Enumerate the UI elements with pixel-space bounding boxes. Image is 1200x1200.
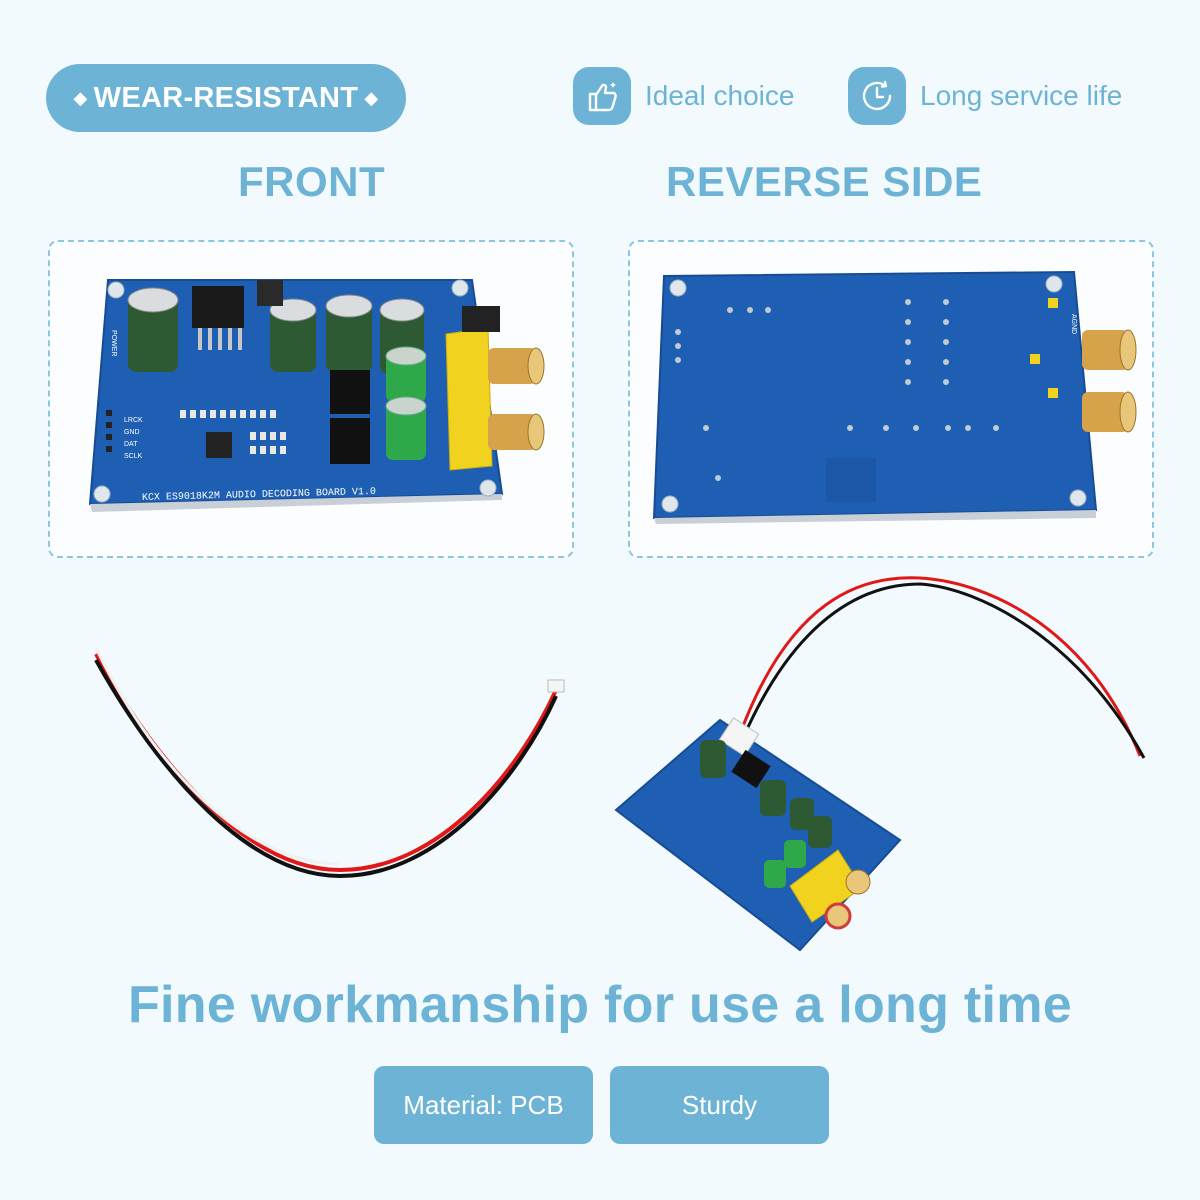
capacitor bbox=[127, 287, 179, 372]
power-label: POWER bbox=[110, 330, 117, 356]
rca-jack bbox=[1082, 391, 1137, 433]
capacitor-green bbox=[385, 346, 427, 402]
side-label: GND bbox=[124, 429, 140, 436]
heading-front: FRONT bbox=[238, 158, 386, 205]
main-title: Fine workmanship for use a long time bbox=[127, 976, 1073, 1034]
rca-jack bbox=[488, 347, 545, 385]
clock-icon bbox=[848, 67, 906, 125]
material-pcb-button[interactable]: Material: PCB bbox=[374, 1066, 593, 1144]
feature-long-service-life: Long service life bbox=[848, 66, 1122, 126]
diamond-icon: ◆ bbox=[73, 87, 88, 108]
feature-label: Ideal choice bbox=[645, 80, 795, 111]
rca-jack bbox=[488, 413, 545, 451]
feature-ideal-choice: Ideal choice bbox=[573, 66, 794, 126]
diamond-icon: ◆ bbox=[364, 87, 379, 108]
capacitor bbox=[269, 298, 317, 372]
reverse-photo-frame: AGND bbox=[628, 240, 1154, 558]
wear-resistant-label: WEAR-RESISTANT bbox=[93, 81, 359, 114]
rca-jack bbox=[1082, 329, 1137, 371]
capacitor bbox=[325, 294, 373, 372]
front-board-image: LRCK GND DAT SCLK POWER KCX ES9018K2M AU… bbox=[88, 279, 545, 512]
front-photo-frame: LRCK GND DAT SCLK POWER KCX ES9018K2M AU… bbox=[48, 240, 574, 558]
agnd-label: AGND bbox=[1070, 314, 1077, 334]
wear-resistant-tag: ◆ WEAR-RESISTANT ◆ bbox=[46, 64, 406, 132]
feature-label: Long service life bbox=[920, 80, 1123, 111]
side-label: SCLK bbox=[124, 453, 143, 460]
side-label: DAT bbox=[124, 441, 138, 448]
capacitor-green bbox=[385, 396, 427, 460]
connected-board bbox=[614, 576, 1146, 952]
reverse-board-image: AGND bbox=[652, 270, 1137, 524]
heading-reverse-side: REVERSE SIDE bbox=[666, 158, 983, 205]
side-label: LRCK bbox=[124, 417, 143, 424]
sturdy-button[interactable]: Sturdy bbox=[610, 1066, 829, 1144]
thumbs-up-icon bbox=[573, 67, 631, 125]
loose-cable bbox=[94, 647, 565, 879]
cable-and-board-image bbox=[94, 576, 1146, 952]
